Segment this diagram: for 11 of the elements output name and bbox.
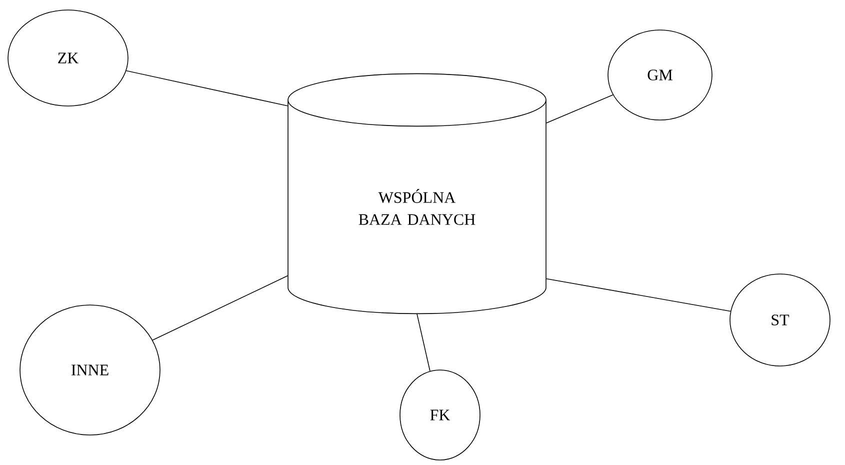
- ellipse-node: INNE: [20, 304, 160, 436]
- connector-line: [546, 94, 614, 124]
- ellipse-node: GM: [608, 30, 712, 120]
- ellipse-node: ST: [730, 274, 830, 366]
- database-cylinder: WSPÓLNA BAZA DANYCH: [288, 73, 546, 314]
- connector-line: [546, 278, 731, 312]
- connector-line: [416, 314, 430, 372]
- connector-line: [152, 275, 288, 341]
- connector-line: [126, 70, 288, 106]
- ellipse-node: FK: [400, 370, 480, 460]
- ellipse-node: ZK: [8, 10, 128, 106]
